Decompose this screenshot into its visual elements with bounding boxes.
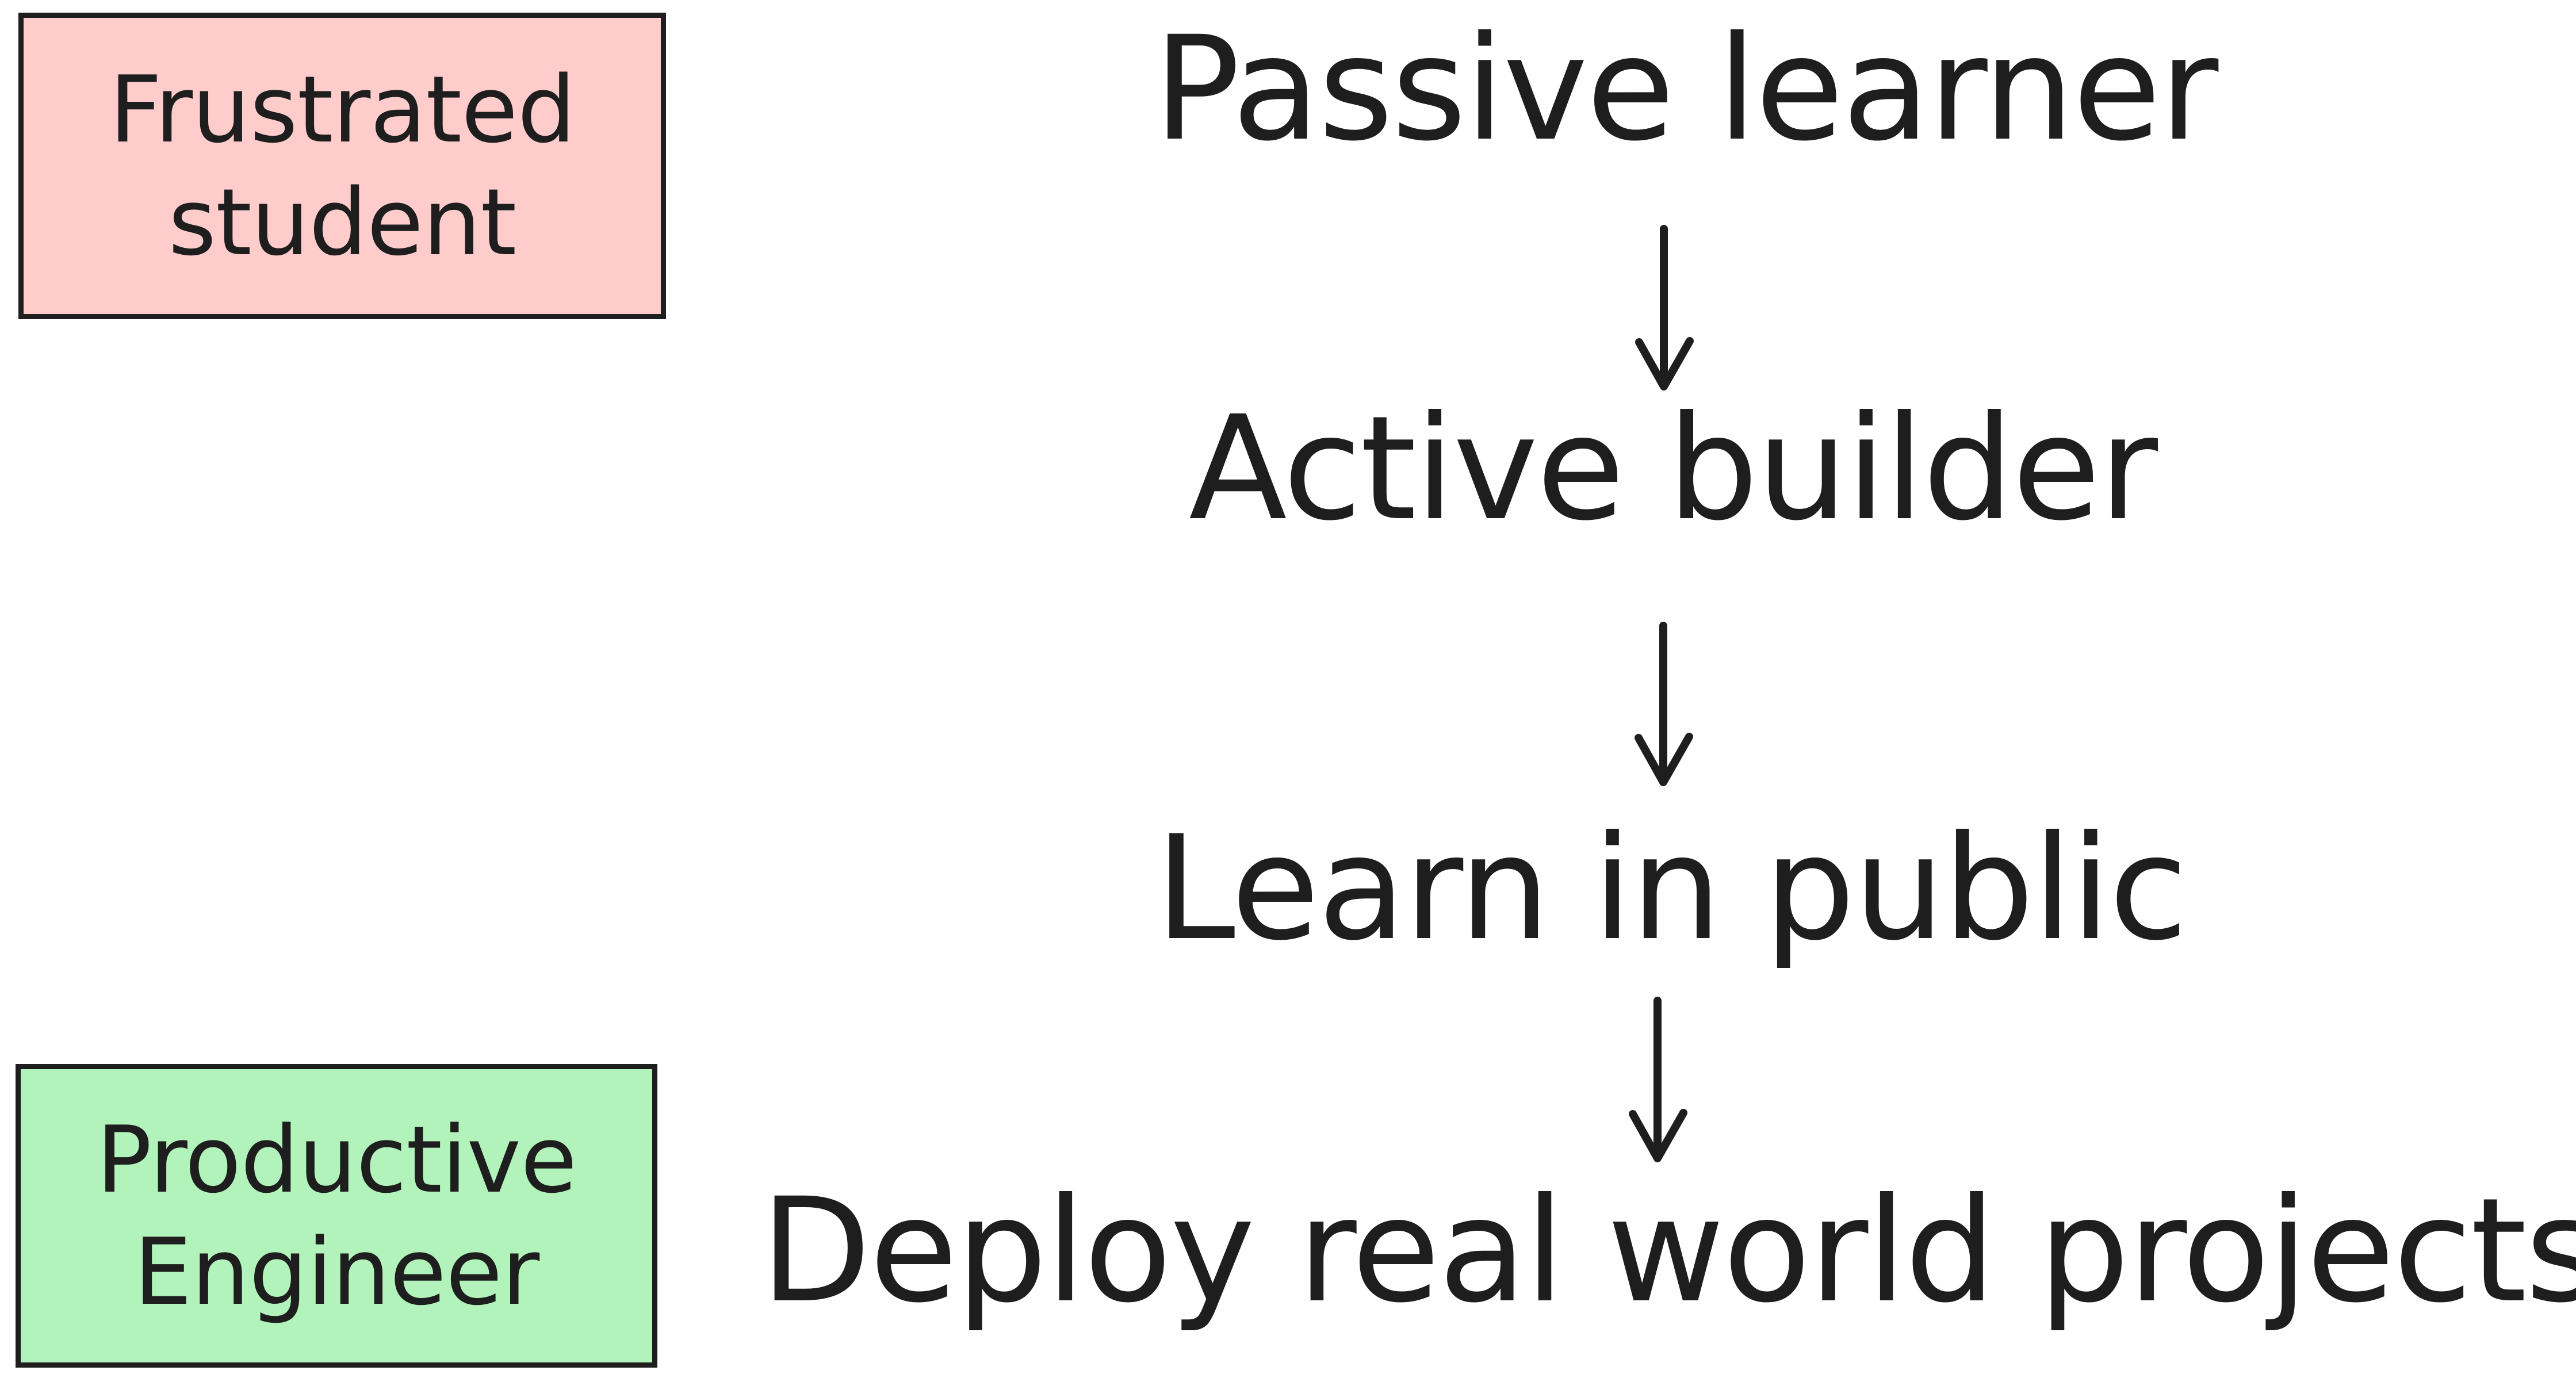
- persona-label-line-1: Frustrated: [109, 56, 576, 164]
- persona-label-line-2: Engineer: [133, 1218, 540, 1326]
- arrow-down-icon: [1635, 622, 1693, 786]
- flow-step-active-builder[interactable]: Active builder: [1188, 385, 2158, 552]
- arrow-down-icon: [1629, 997, 1687, 1162]
- persona-label-line-1: Productive: [96, 1105, 577, 1213]
- flow-step-passive-learner[interactable]: Passive learner: [1153, 5, 2219, 173]
- arrow-down-icon: [1635, 225, 1694, 391]
- persona-label-line-2: student: [168, 168, 517, 276]
- flow-step-deploy-real-world-projects[interactable]: Deploy real world projects: [760, 1167, 2576, 1334]
- persona-box-frustrated-student[interactable]: Frustrated student: [18, 13, 666, 319]
- flow-step-learn-in-public[interactable]: Learn in public: [1155, 805, 2188, 972]
- persona-box-productive-engineer[interactable]: Productive Engineer: [16, 1064, 657, 1368]
